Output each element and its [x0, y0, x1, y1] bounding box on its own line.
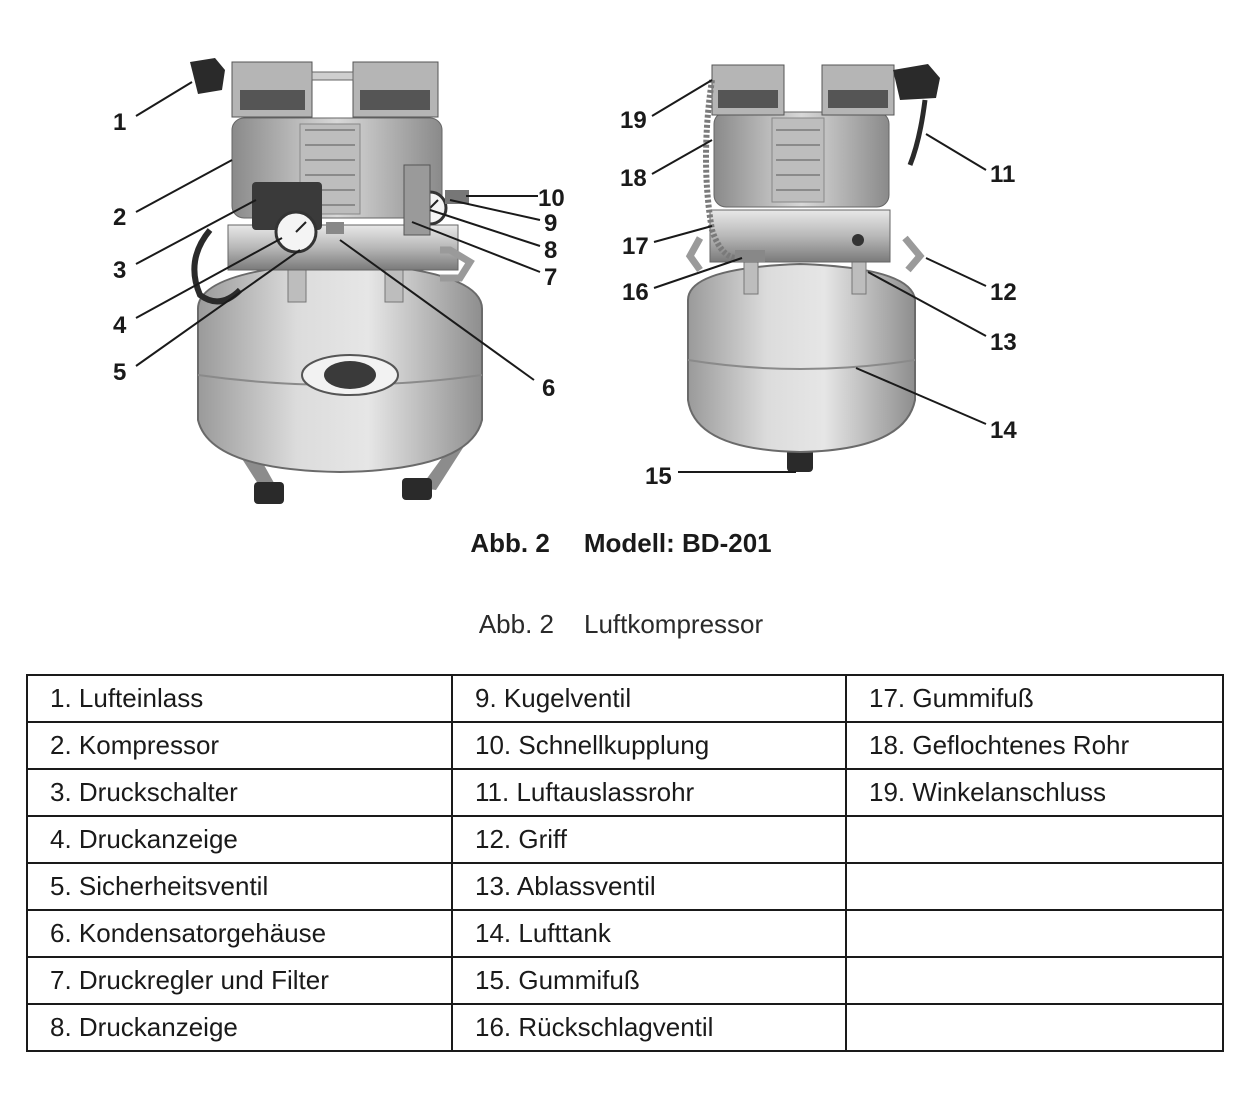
table-row: 8. Druckanzeige 16. Rückschlagventil	[26, 1003, 1224, 1052]
compressor-figure: 1 2 3 4 5 6 7 8 9 10 11 12 13 14 15 16 1…	[113, 58, 1017, 504]
callout-17: 17	[622, 233, 649, 260]
figure-caption-model: Abb. 2 Modell: BD-201	[0, 528, 1242, 559]
callout-8: 8	[544, 237, 557, 264]
table-row: 7. Druckregler und Filter 15. Gummifuß	[26, 956, 1224, 1005]
callout-9: 9	[544, 210, 557, 237]
callout-13: 13	[990, 329, 1017, 356]
table-cell: 16. Rückschlagventil	[451, 1003, 847, 1052]
callout-10: 10	[538, 185, 565, 212]
table-row: 6. Kondensatorgehäuse 14. Lufttank	[26, 909, 1224, 958]
table-cell: 7. Druckregler und Filter	[26, 956, 453, 1005]
callout-15: 15	[645, 463, 672, 490]
table-cell: 1. Lufteinlass	[26, 674, 453, 723]
table-cell	[845, 862, 1224, 911]
model-label: Modell: BD-201	[583, 528, 772, 558]
table-cell: 9. Kugelventil	[451, 674, 847, 723]
table-cell: 11. Luftauslassrohr	[451, 768, 847, 817]
table-cell: 6. Kondensatorgehäuse	[26, 909, 453, 958]
compressor-rear-view	[685, 64, 940, 472]
callout-14: 14	[990, 417, 1017, 444]
table-cell: 14. Lufttank	[451, 909, 847, 958]
callout-11: 11	[990, 161, 1015, 188]
table-cell: 15. Gummifuß	[451, 956, 847, 1005]
table-cell: 4. Druckanzeige	[26, 815, 453, 864]
callout-18: 18	[620, 165, 647, 192]
callout-numbers: 1 2 3 4 5 6 7 8 9 10 11 12 13 14 15 16 1…	[113, 107, 1017, 490]
table-cell	[845, 1003, 1224, 1052]
figure-caption-title: Abb. 2 Luftkompressor	[0, 609, 1242, 640]
table-row: 2. Kompressor 10. Schnellkupplung 18. Ge…	[26, 721, 1224, 770]
callout-1: 1	[113, 109, 126, 136]
table-row: 4. Druckanzeige 12. Griff	[26, 815, 1224, 864]
callout-16: 16	[622, 279, 649, 306]
table-cell: 3. Druckschalter	[26, 768, 453, 817]
table-cell: 12. Griff	[451, 815, 847, 864]
table-cell	[845, 909, 1224, 958]
table-row: 1. Lufteinlass 9. Kugelventil 17. Gummif…	[26, 674, 1224, 723]
callout-6: 6	[542, 375, 555, 402]
table-row: 5. Sicherheitsventil 13. Ablassventil	[26, 862, 1224, 911]
callout-5: 5	[113, 359, 126, 386]
callout-3: 3	[113, 257, 126, 284]
table-cell: 13. Ablassventil	[451, 862, 847, 911]
figure-number-secondary: Abb. 2	[478, 609, 554, 639]
leader-lines	[135, 79, 987, 473]
compressor-front-view	[190, 58, 484, 504]
table-cell: 2. Kompressor	[26, 721, 453, 770]
table-cell: 17. Gummifuß	[845, 674, 1224, 723]
parts-table: 1. Lufteinlass 9. Kugelventil 17. Gummif…	[26, 674, 1224, 1052]
callout-12: 12	[990, 279, 1017, 306]
figure-number: Abb. 2	[470, 528, 550, 558]
callout-7: 7	[544, 264, 557, 291]
table-cell	[845, 815, 1224, 864]
figure-title: Luftkompressor	[583, 609, 764, 639]
table-cell: 5. Sicherheitsventil	[26, 862, 453, 911]
table-cell: 10. Schnellkupplung	[451, 721, 847, 770]
table-cell: 18. Geflochtenes Rohr	[845, 721, 1224, 770]
table-row: 3. Druckschalter 11. Luftauslassrohr 19.…	[26, 768, 1224, 817]
callout-19: 19	[620, 107, 647, 134]
callout-2: 2	[113, 204, 126, 231]
table-cell: 19. Winkelanschluss	[845, 768, 1224, 817]
table-cell: 8. Druckanzeige	[26, 1003, 453, 1052]
callout-4: 4	[113, 312, 127, 339]
table-cell	[845, 956, 1224, 1005]
